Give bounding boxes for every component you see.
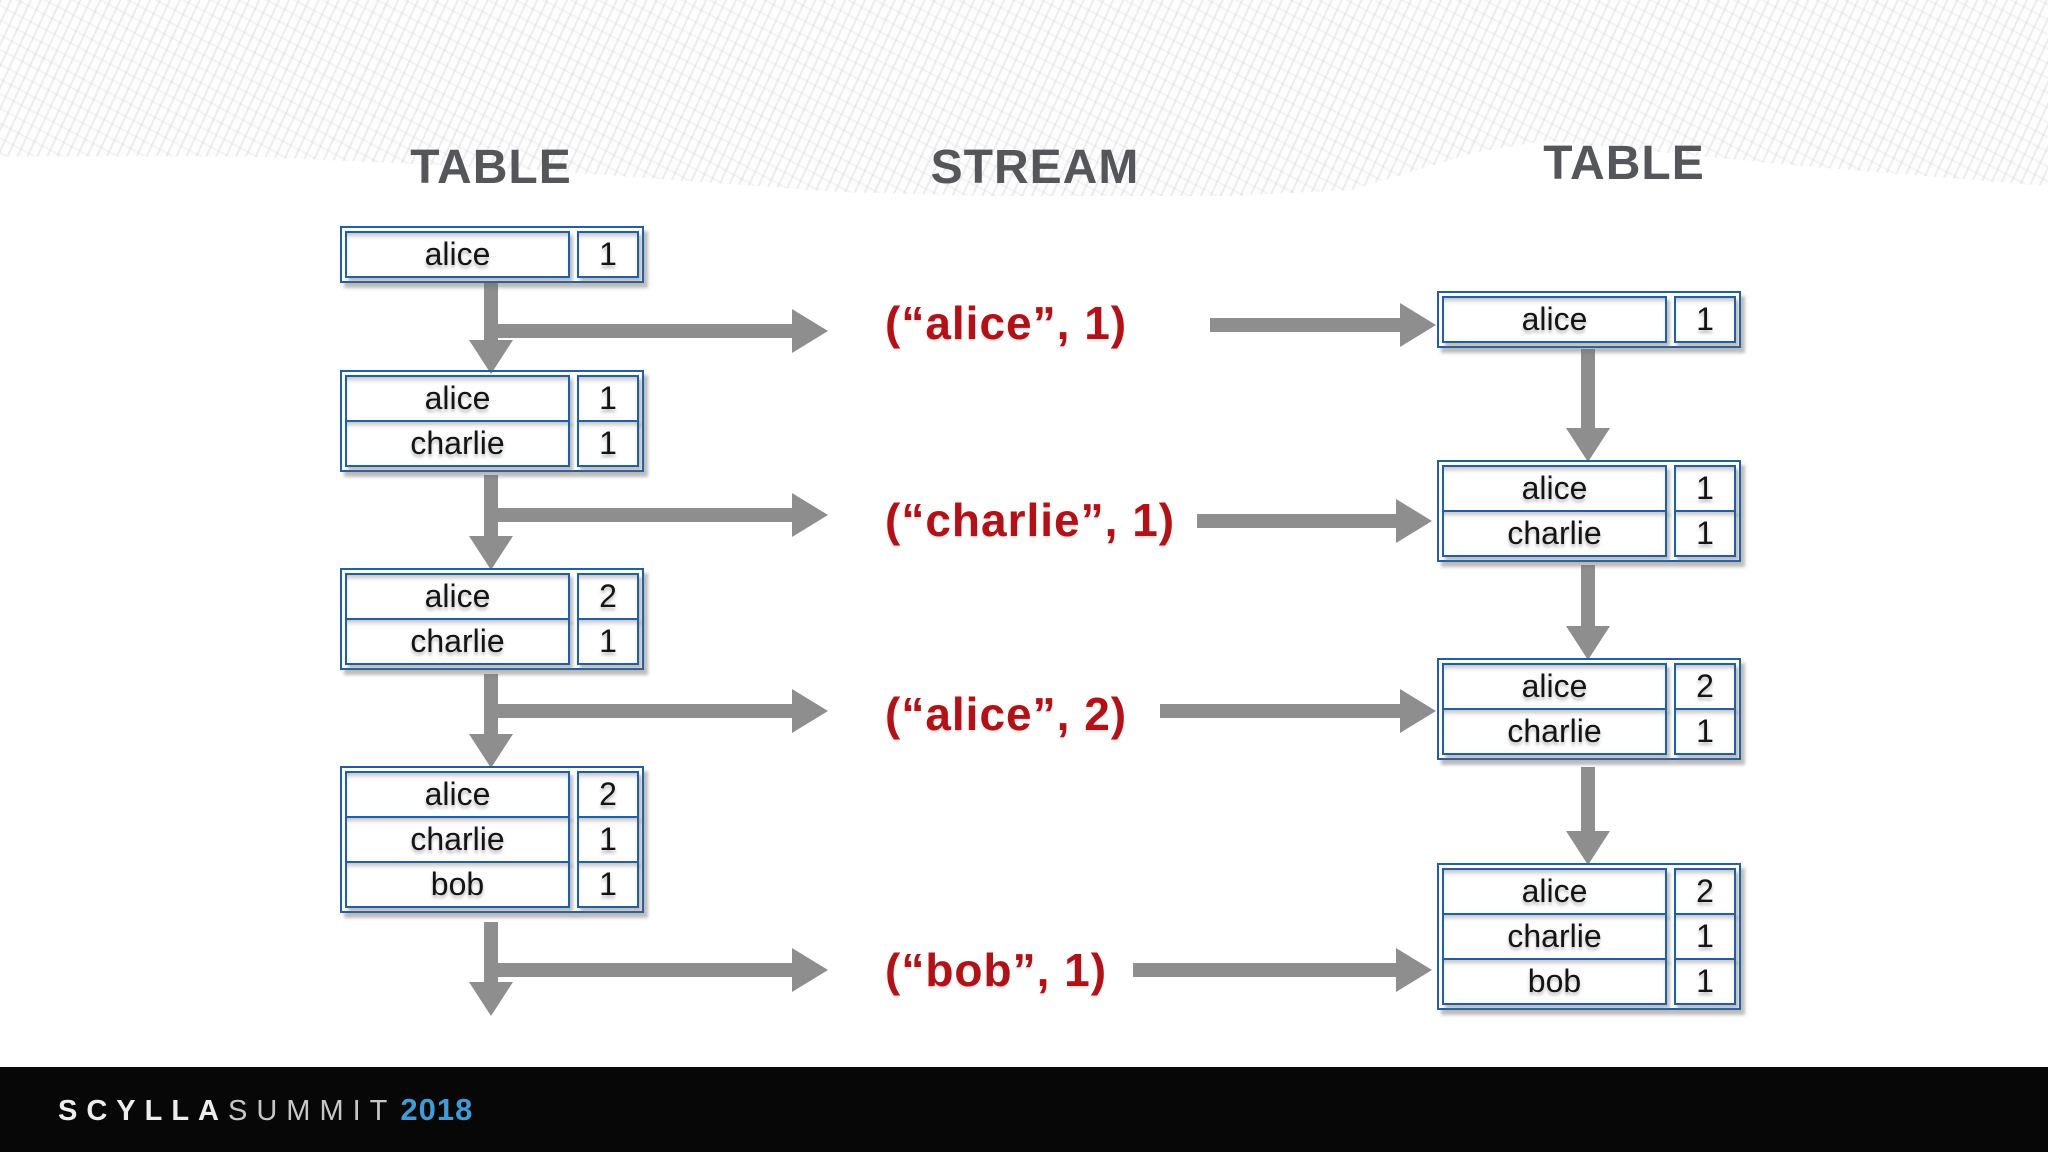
table-row: charlie 1 <box>1442 913 1736 960</box>
branch-arrow-shaft-4 <box>491 963 792 977</box>
table-cell-value: 2 <box>1674 868 1736 915</box>
down-arrow-head-icon <box>1566 428 1610 462</box>
table-cell-key: charlie <box>345 816 570 863</box>
table-row: alice 1 <box>1442 465 1736 512</box>
table-cell-value: 1 <box>1674 296 1736 343</box>
table-cell-key: charlie <box>345 420 570 467</box>
table-cell-key: charlie <box>345 618 570 665</box>
table-cell-key: alice <box>1442 868 1667 915</box>
table-cell-key: bob <box>345 861 570 908</box>
table-row: alice 1 <box>345 375 639 422</box>
right-table-2: alice 1 charlie 1 <box>1437 460 1741 562</box>
scylla-summit-logo: SCYLLA SUMMIT 2018 <box>58 1092 473 1128</box>
right-arrow-head-icon <box>1396 948 1432 992</box>
table-row: bob 1 <box>345 861 639 908</box>
table-cell-key: charlie <box>1442 708 1667 755</box>
table-cell-value: 1 <box>1674 958 1736 1005</box>
right-table-heading: TABLE <box>1543 137 1705 190</box>
stream-event-4: (“bob”, 1) <box>885 944 1108 996</box>
right-arrow-head-icon <box>792 309 828 353</box>
right-arrow-head-icon <box>792 493 828 537</box>
branch-arrow-shaft-1 <box>491 324 792 338</box>
down-arrow-head-icon <box>1566 831 1610 865</box>
down-arrow-shaft-right-2 <box>1581 565 1595 628</box>
stream-event-3: (“alice”, 2) <box>885 688 1128 740</box>
table-cell-value: 1 <box>577 816 639 863</box>
down-arrow-head-icon <box>1566 626 1610 660</box>
table-cell-value: 1 <box>1674 465 1736 512</box>
table-cell-value: 1 <box>577 231 639 278</box>
table-row: charlie 1 <box>345 420 639 467</box>
stream-to-table-arrow-shaft-3 <box>1160 704 1400 718</box>
table-cell-value: 2 <box>577 771 639 818</box>
table-cell-value: 1 <box>577 618 639 665</box>
table-row: alice 2 <box>345 573 639 620</box>
down-arrow-head-icon <box>469 734 513 768</box>
left-table-1: alice 1 <box>340 226 644 283</box>
right-arrow-head-icon <box>1400 303 1436 347</box>
stream-event-2: (“charlie”, 1) <box>885 494 1176 546</box>
table-cell-key: alice <box>1442 465 1667 512</box>
right-arrow-head-icon <box>792 689 828 733</box>
right-arrow-head-icon <box>792 948 828 992</box>
table-row: alice 2 <box>1442 868 1736 915</box>
table-cell-key: alice <box>345 573 570 620</box>
table-cell-key: alice <box>345 231 570 278</box>
brand-secondary-text: SUMMIT <box>228 1094 397 1127</box>
down-arrow-shaft-left-2 <box>484 475 498 538</box>
stream-to-table-arrow-shaft-2 <box>1197 514 1396 528</box>
stream-to-table-arrow-shaft-1 <box>1210 318 1400 332</box>
left-table-2: alice 1 charlie 1 <box>340 370 644 472</box>
brand-primary-text: SCYLLA <box>58 1094 228 1127</box>
table-row: alice 2 <box>345 771 639 818</box>
stream-to-table-arrow-shaft-4 <box>1133 963 1396 977</box>
table-cell-key: charlie <box>1442 913 1667 960</box>
left-table-heading: TABLE <box>410 141 572 194</box>
table-cell-key: alice <box>1442 663 1667 710</box>
footer-bar: SCYLLA SUMMIT 2018 <box>0 1067 2048 1152</box>
right-table-1: alice 1 <box>1437 291 1741 348</box>
stream-heading: STREAM <box>930 141 1140 194</box>
table-cell-value: 2 <box>1674 663 1736 710</box>
table-row: alice 1 <box>1442 296 1736 343</box>
table-row: charlie 1 <box>345 816 639 863</box>
table-cell-value: 1 <box>1674 913 1736 960</box>
stream-event-1: (“alice”, 1) <box>885 297 1128 349</box>
right-arrow-head-icon <box>1400 689 1436 733</box>
table-row: bob 1 <box>1442 958 1736 1005</box>
branch-arrow-shaft-2 <box>491 508 792 522</box>
right-table-3: alice 2 charlie 1 <box>1437 658 1741 760</box>
table-row: charlie 1 <box>1442 708 1736 755</box>
brand-year-text: 2018 <box>400 1091 474 1127</box>
table-row: alice 1 <box>345 231 639 278</box>
table-cell-value: 1 <box>577 375 639 422</box>
table-cell-key: charlie <box>1442 510 1667 557</box>
table-row: charlie 1 <box>345 618 639 665</box>
down-arrow-shaft-right-3 <box>1581 767 1595 833</box>
down-arrow-head-icon <box>469 340 513 374</box>
table-cell-value: 1 <box>1674 510 1736 557</box>
branch-arrow-shaft-3 <box>491 704 792 718</box>
table-cell-key: bob <box>1442 958 1667 1005</box>
down-arrow-shaft-right-1 <box>1581 349 1595 430</box>
right-arrow-head-icon <box>1396 499 1432 543</box>
table-cell-key: alice <box>345 771 570 818</box>
table-row: charlie 1 <box>1442 510 1736 557</box>
table-cell-key: alice <box>345 375 570 422</box>
table-cell-value: 1 <box>1674 708 1736 755</box>
down-arrow-head-icon <box>469 982 513 1016</box>
table-cell-value: 1 <box>577 861 639 908</box>
left-table-3: alice 2 charlie 1 <box>340 568 644 670</box>
table-cell-value: 2 <box>577 573 639 620</box>
table-row: alice 2 <box>1442 663 1736 710</box>
table-cell-key: alice <box>1442 296 1667 343</box>
down-arrow-head-icon <box>469 536 513 570</box>
right-table-4: alice 2 charlie 1 bob 1 <box>1437 863 1741 1010</box>
left-table-4: alice 2 charlie 1 bob 1 <box>340 766 644 913</box>
table-cell-value: 1 <box>577 420 639 467</box>
